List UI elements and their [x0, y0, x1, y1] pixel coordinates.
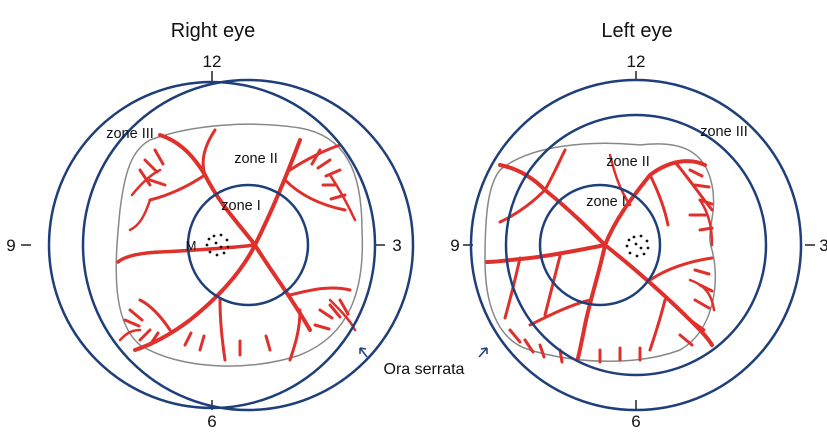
- ora-serrata-right-arrow: [479, 348, 487, 357]
- left-eye-retinal-vessels: [487, 150, 714, 358]
- right-eye-macula-dots: [206, 234, 230, 257]
- ora-serrata-annotation: Ora serrata: [360, 348, 487, 378]
- left-eye-clock-12: 12: [627, 52, 646, 71]
- ora-serrata-left-arrow: [360, 348, 367, 357]
- right-eye-zone-III-label: zone III: [106, 126, 154, 142]
- left-eye-clock-6: 6: [631, 412, 640, 431]
- left-eye-zone-III-label: zone III: [700, 124, 748, 140]
- right-eye-macula-label: M: [186, 238, 197, 253]
- left-eye-macula-dots: [626, 235, 650, 258]
- left-eye-diagram: Left eye 12 6 9 3: [450, 20, 827, 431]
- left-eye-clock-3: 3: [819, 236, 827, 255]
- left-eye-title: Left eye: [601, 20, 672, 42]
- right-eye-clock-6: 6: [207, 412, 216, 431]
- left-eye-zone-I-label: zone I: [586, 194, 626, 210]
- right-eye-zone-I-label: zone I: [221, 198, 261, 214]
- right-eye-outer-boundary: [49, 82, 375, 408]
- left-eye-clock-9: 9: [450, 236, 459, 255]
- right-eye-clock-3: 3: [392, 236, 401, 255]
- left-eye-zone-II-label: zone II: [606, 154, 650, 170]
- ora-serrata-label: Ora serrata: [384, 361, 465, 378]
- right-eye-zone-II-label: zone II: [234, 151, 278, 167]
- right-eye-title: Right eye: [171, 20, 256, 42]
- right-eye-clock-9: 9: [6, 236, 15, 255]
- right-eye-clock-12: 12: [203, 52, 222, 71]
- left-eye-ora-serrata-outline: [485, 143, 715, 361]
- right-eye-diagram: Right eye 12 6 9 3: [6, 20, 413, 431]
